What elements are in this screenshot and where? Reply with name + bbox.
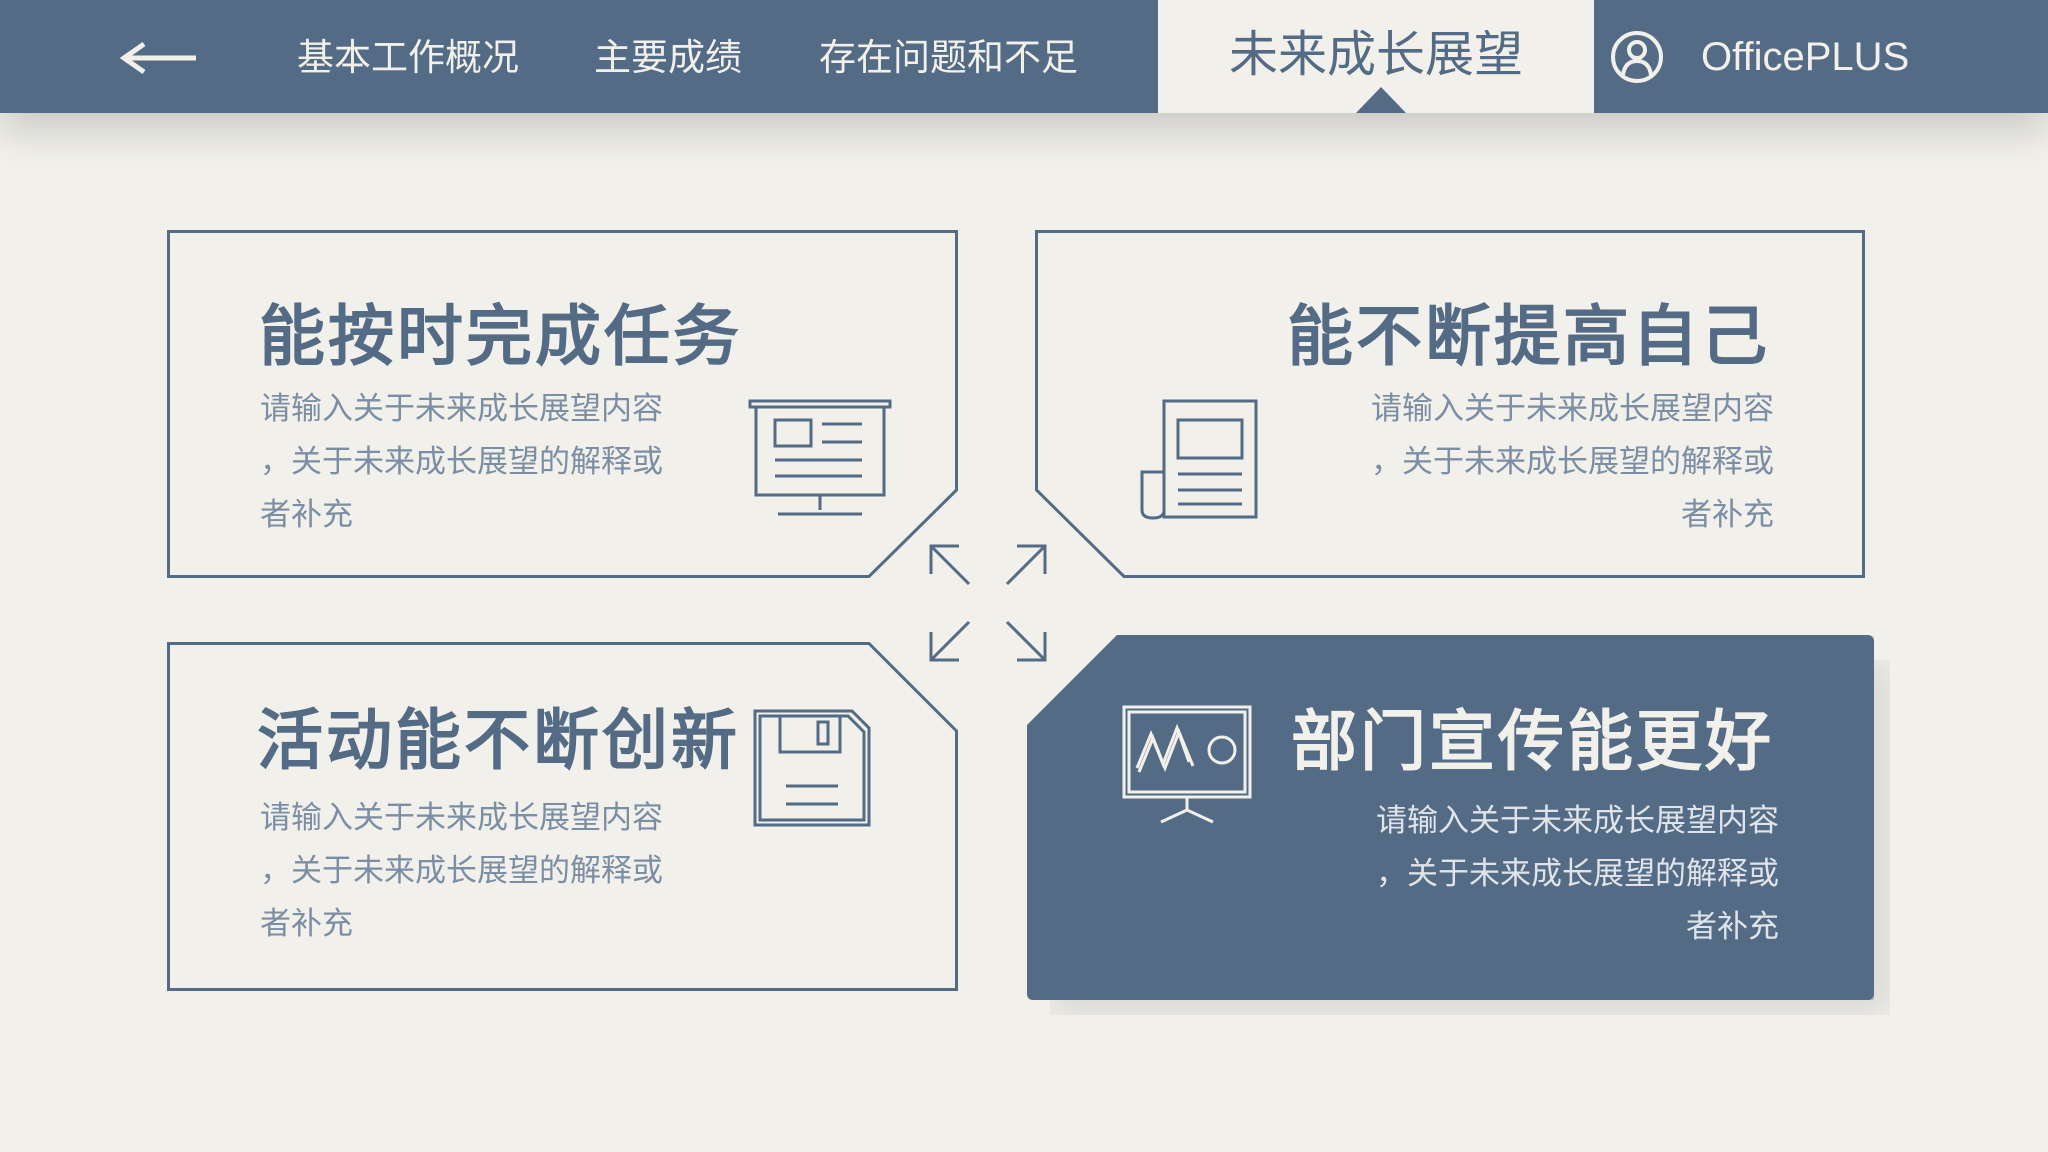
card-body: 请输入关于未来成长展望内容，关于未来成长展望的解释或者补充 [260, 391, 663, 533]
card-title: 能按时完成任务 [259, 298, 742, 375]
brand-label[interactable]: OfficePLUS [1701, 35, 1910, 79]
presentation-board-icon [748, 399, 892, 516]
card-outline [167, 230, 958, 578]
card-self-improvement [1035, 230, 1865, 578]
active-tab-pointer [1356, 87, 1406, 113]
expand-arrows-icon [929, 544, 1047, 662]
nav-tab-future-outlook[interactable]: 未来成长展望 [1158, 0, 1594, 113]
card-title: 能不断提高自己 [1287, 298, 1770, 375]
card-title: 活动能不断创新 [257, 702, 740, 779]
top-navigation-bar: 基本工作概况 主要成绩 存在问题和不足 未来成长展望 OfficePLUS [0, 0, 2048, 113]
chart-board-icon [1122, 705, 1252, 824]
nav-tab-achievements[interactable]: 主要成绩 [594, 36, 742, 79]
card-body: 请输入关于未来成长展望内容，关于未来成长展望的解释或者补充 [1376, 803, 1779, 945]
floppy-disk-icon [753, 709, 871, 827]
nav-tab-problems[interactable]: 存在问题和不足 [819, 36, 1078, 79]
arrow-left-icon[interactable] [118, 38, 204, 78]
card-title: 部门宣传能更好 [1291, 703, 1774, 780]
card-outline [1035, 230, 1865, 578]
nav-tab-overview[interactable]: 基本工作概况 [297, 36, 519, 79]
newspaper-icon [1140, 399, 1258, 520]
user-icon[interactable] [1609, 29, 1665, 85]
card-body: 请输入关于未来成长展望内容，关于未来成长展望的解释或者补充 [1371, 391, 1774, 533]
card-outline [167, 642, 958, 991]
card-on-time-tasks [167, 230, 958, 578]
card-body: 请输入关于未来成长展望内容，关于未来成长展望的解释或者补充 [260, 800, 663, 942]
card-innovation [167, 642, 958, 991]
